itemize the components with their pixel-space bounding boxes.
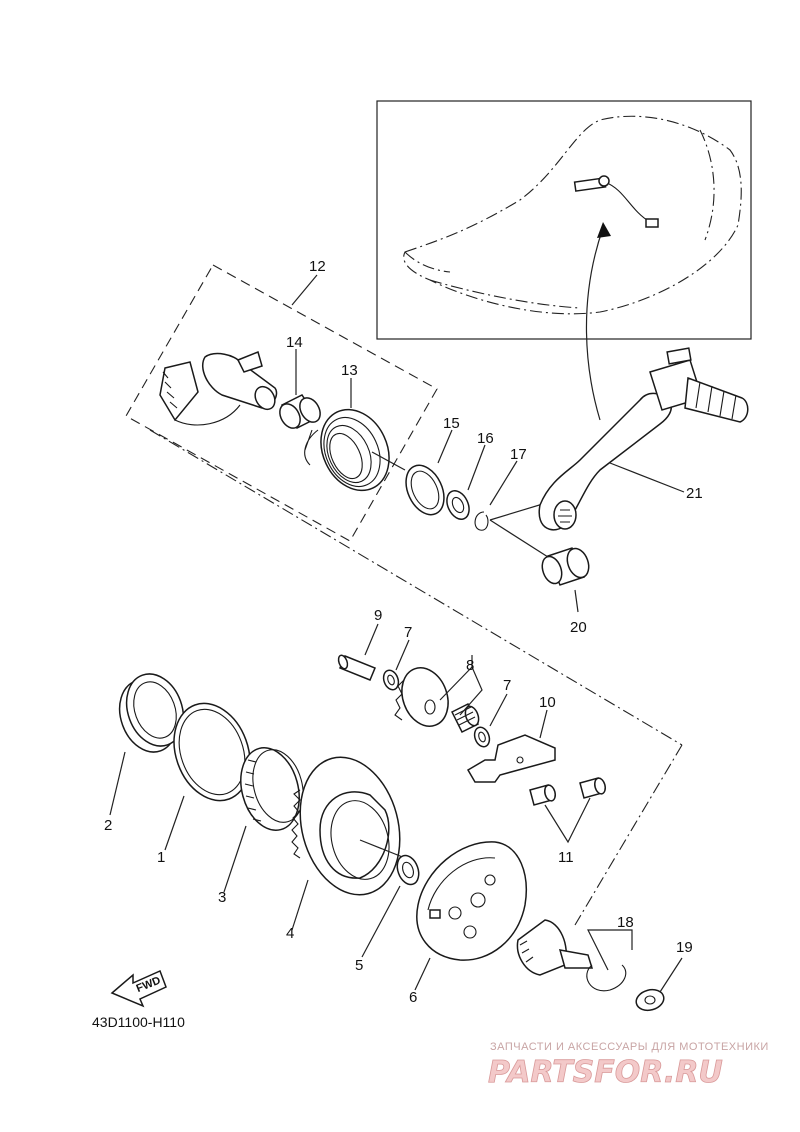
callout-20: 20: [570, 619, 587, 636]
washer-7a: [382, 639, 410, 691]
inset-seat-view: [376, 100, 752, 421]
starter-gear-4: [291, 756, 416, 931]
callout-19: 19: [676, 939, 693, 956]
callout-1: 1: [157, 849, 165, 866]
plate-10: [466, 709, 556, 783]
oil-seal-2: [109, 673, 185, 816]
callout-18: 18: [617, 914, 634, 931]
callout-21: 21: [686, 485, 703, 502]
circlip-17: [474, 460, 549, 558]
callout-6: 6: [409, 989, 417, 1006]
pin-9: [337, 623, 379, 681]
one-way-clutch-3: [223, 747, 304, 893]
callout-10: 10: [539, 694, 556, 711]
kick-lever-21: [538, 347, 749, 531]
washer-5: [361, 854, 420, 958]
callout-9: 9: [374, 607, 382, 624]
callout-15: 15: [443, 415, 460, 432]
ring-1: [164, 702, 251, 851]
washer-7b: [473, 693, 508, 748]
watermark-brand: PARTSFOR.RU: [488, 1055, 723, 1090]
callout-3: 3: [218, 889, 226, 906]
callout-13: 13: [341, 362, 358, 379]
callout-17: 17: [510, 446, 527, 463]
diagram-code: 43D1100-H110: [92, 1014, 185, 1030]
callout-8: 8: [466, 657, 474, 674]
washer-16: [446, 444, 486, 520]
fwd-arrow-icon: FWD: [110, 969, 167, 1008]
callout-11: 11: [558, 849, 574, 866]
callout-5: 5: [355, 957, 363, 974]
callout-14: 14: [286, 334, 303, 351]
spring-13: [304, 378, 406, 492]
watermark-tagline: ЗАПЧАСТИ И АКСЕССУАРЫ ДЛЯ МОТОТЕХНИКИ: [490, 1041, 769, 1053]
callout-7b: 7: [503, 677, 511, 694]
callout-12: 12: [309, 258, 326, 275]
ring-15: [405, 429, 453, 516]
callout-16: 16: [477, 430, 494, 447]
callout-4: 4: [286, 925, 294, 942]
screws-11: [529, 777, 607, 844]
callout-labels: 1 2 3 4 5 6 7 7 8 9 10 11 12 13 14 15 16…: [104, 258, 703, 1006]
clutch-housing-6: [414, 841, 527, 991]
kick-shaft: [159, 350, 278, 426]
callout-2: 2: [104, 817, 112, 834]
watermark: ЗАПЧАСТИ И АКСЕССУАРЫ ДЛЯ МОТОТЕХНИКИ PA…: [488, 1041, 769, 1090]
bushing-20: [541, 547, 590, 613]
callout-7a: 7: [404, 624, 412, 641]
washer-19: [635, 957, 683, 1012]
assembly-12-box: [125, 264, 438, 542]
shaft-18: [516, 919, 633, 992]
idle-gear-8: [394, 655, 483, 734]
bushing-14: [279, 349, 321, 429]
